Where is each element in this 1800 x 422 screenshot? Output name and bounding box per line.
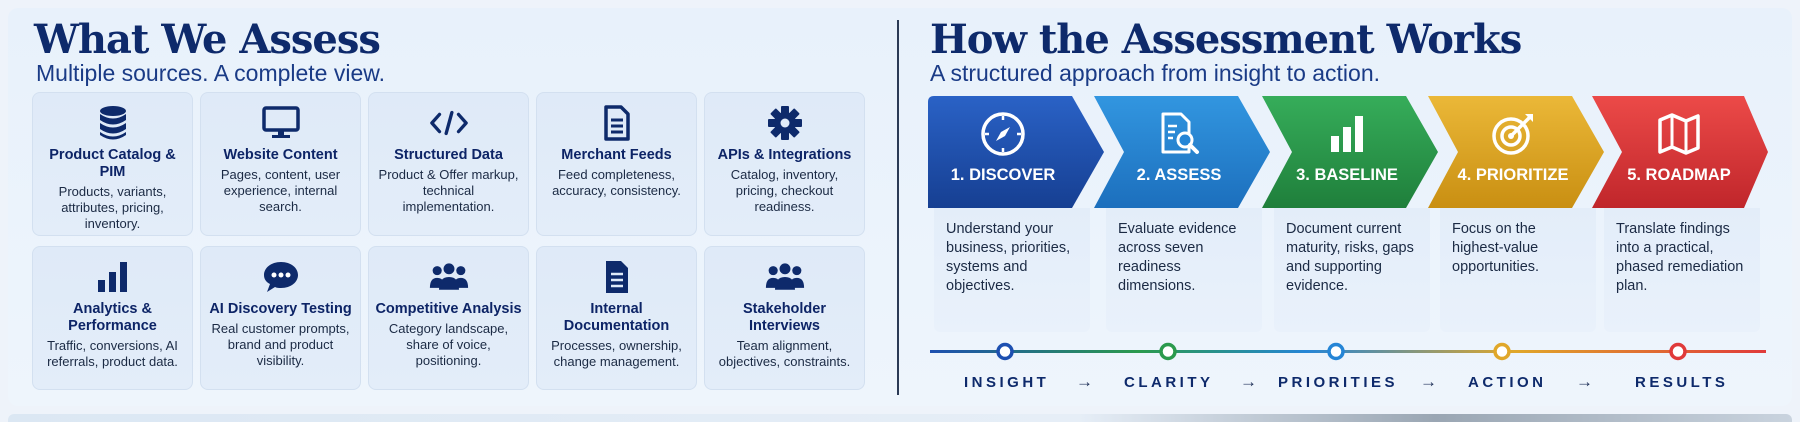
source-card-internal-documentation: Internal Documentation Processes, owners…: [536, 246, 697, 390]
monitor-icon: [261, 103, 301, 143]
section-divider: [897, 20, 899, 395]
assessment-sources-grid: Product Catalog & PIM Products, variants…: [32, 92, 872, 390]
card-title: AI Discovery Testing: [209, 301, 352, 317]
chat-bubble-icon: [261, 257, 301, 297]
card-description: Feed completeness, accuracy, consistency…: [552, 167, 681, 198]
gear-icon: [765, 103, 805, 143]
document-search-icon: [1104, 110, 1254, 158]
timeline-arrow: →: [1076, 372, 1093, 391]
source-card-analytics: Analytics & Performance Traffic, convers…: [32, 246, 193, 390]
step-discover: 1. DISCOVER Understand your business, pr…: [928, 96, 1104, 332]
document-icon: [597, 257, 637, 297]
timeline-track: [930, 350, 1766, 353]
step-description: Focus on the highest-value opportunities…: [1440, 208, 1596, 332]
step-baseline: 3. BASELINE Document current maturity, r…: [1262, 96, 1438, 332]
step-roadmap: 5. ROADMAP Translate findings into a pra…: [1592, 96, 1768, 332]
how-it-works-title: How the Assessment Works: [930, 16, 1522, 63]
people-icon: [429, 257, 469, 297]
people-icon: [765, 257, 805, 297]
timeline-word-results: RESULTS: [1635, 374, 1729, 391]
step-label: 2. ASSESS: [1136, 166, 1222, 184]
document-icon: [597, 103, 637, 143]
step-label: 4. PRIORITIZE: [1457, 166, 1569, 184]
card-title: Merchant Feeds: [561, 147, 672, 163]
database-icon: [93, 103, 133, 143]
source-card-website-content: Website Content Pages, content, user exp…: [200, 92, 361, 236]
card-description: Processes, ownership, change management.: [551, 338, 682, 369]
timeline-markers: [996, 342, 1687, 361]
timeline-arrow: →: [1576, 372, 1593, 391]
compass-icon: [928, 110, 1078, 158]
outcome-timeline: INSIGHT → CLARITY → PRIORITIES → ACTION …: [928, 340, 1768, 410]
card-description: Pages, content, user experience, interna…: [220, 167, 341, 214]
timeline-dot-insight: [996, 342, 1014, 361]
bottom-image-strip: [8, 414, 1792, 422]
source-card-structured-data: Structured Data Product & Offer markup, …: [368, 92, 529, 236]
card-title: APIs & Integrations: [717, 147, 852, 163]
timeline-dot-results: [1669, 342, 1687, 361]
bar-chart-icon: [93, 257, 133, 297]
card-title: Analytics & Performance: [68, 301, 157, 334]
step-arrow: [928, 96, 1104, 208]
card-description: Category landscape, share of voice, posi…: [388, 321, 509, 368]
step-label: 3. BASELINE: [1296, 166, 1398, 184]
step-assess: 2. ASSESS Evaluate evidence across seven…: [1094, 96, 1270, 332]
timeline-dot-clarity: [1159, 342, 1177, 361]
card-title: Product Catalog & PIM: [49, 147, 176, 180]
timeline-dot-priorities: [1327, 342, 1345, 361]
card-title: Structured Data: [394, 147, 503, 163]
timeline-dot-action: [1493, 342, 1511, 361]
timeline-arrow: →: [1240, 372, 1257, 391]
step-label: 1. DISCOVER: [950, 166, 1056, 184]
target-icon: [1438, 110, 1588, 158]
card-title: Website Content: [223, 147, 338, 163]
assessment-steps: 1. DISCOVER Understand your business, pr…: [928, 96, 1768, 332]
step-description: Translate findings into a practical, pha…: [1604, 208, 1760, 332]
card-description: Team alignment, objectives, constraints.: [718, 338, 851, 369]
card-description: Traffic, conversions, AI referrals, prod…: [47, 338, 178, 369]
source-card-merchant-feeds: Merchant Feeds Feed completeness, accura…: [536, 92, 697, 236]
timeline-word-insight: INSIGHT: [964, 374, 1050, 391]
source-card-ai-discovery: AI Discovery Testing Real customer promp…: [200, 246, 361, 390]
card-title: Stakeholder Interviews: [743, 301, 826, 334]
card-description: Product & Offer markup, technical implem…: [378, 167, 519, 214]
source-card-stakeholder-interviews: Stakeholder Interviews Team alignment, o…: [704, 246, 865, 390]
timeline-word-clarity: CLARITY: [1124, 374, 1214, 391]
step-description: Evaluate evidence across seven readiness…: [1106, 208, 1262, 332]
timeline-arrow: →: [1420, 372, 1437, 391]
card-description: Catalog, inventory, pricing, checkout re…: [730, 167, 839, 214]
timeline-word-priorities: PRIORITIES: [1278, 374, 1399, 391]
source-card-product-catalog: Product Catalog & PIM Products, variants…: [32, 92, 193, 236]
step-description: Document current maturity, risks, gaps a…: [1274, 208, 1430, 332]
step-description: Understand your business, priorities, sy…: [934, 208, 1090, 332]
how-it-works-subtitle: A structured approach from insight to ac…: [930, 60, 1381, 86]
step-label: 5. ROADMAP: [1627, 166, 1731, 184]
card-description: Products, variants, attributes, pricing,…: [58, 184, 167, 231]
source-card-apis-integrations: APIs & Integrations Catalog, inventory, …: [704, 92, 865, 236]
card-title: Internal Documentation: [563, 301, 670, 334]
card-title: Competitive Analysis: [375, 301, 522, 317]
bar-chart-icon: [1272, 110, 1422, 158]
card-description: Real customer prompts, brand and product…: [211, 321, 350, 368]
what-we-assess-title: What We Assess: [34, 16, 381, 63]
code-icon: [429, 103, 469, 143]
step-prioritize: 4. PRIORITIZE Focus on the highest-value…: [1428, 96, 1604, 332]
timeline-word-action: ACTION: [1468, 374, 1547, 391]
map-icon: [1604, 110, 1754, 158]
source-card-competitive-analysis: Competitive Analysis Category landscape,…: [368, 246, 529, 390]
what-we-assess-subtitle: Multiple sources. A complete view.: [36, 60, 385, 86]
